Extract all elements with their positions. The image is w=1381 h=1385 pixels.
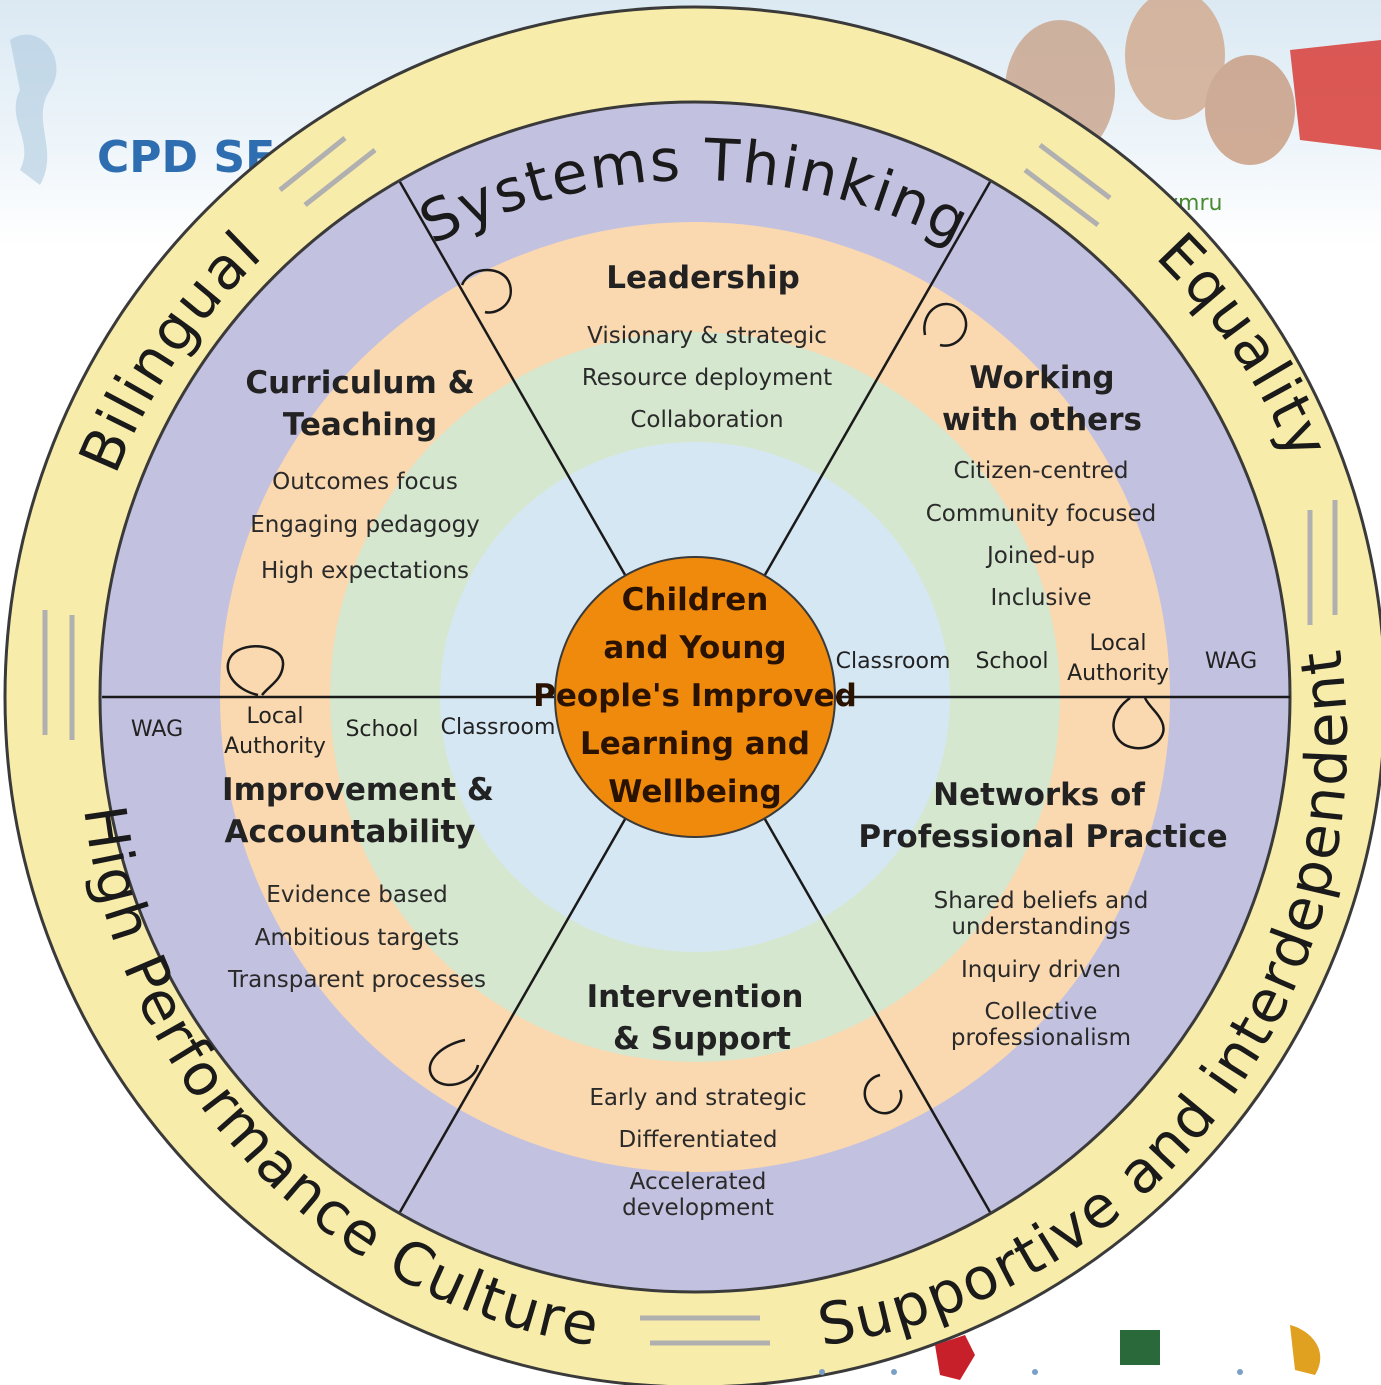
svg-text:Children: Children	[622, 582, 769, 618]
svg-text:Outcomes focus: Outcomes focus	[272, 469, 458, 495]
svg-text:Citizen-centred: Citizen-centred	[953, 458, 1128, 484]
segment-title: Intervention	[587, 979, 804, 1015]
segment-improvement-accountability: Improvement & Accountability Evidence ba…	[222, 772, 494, 993]
newport-logo-icon	[1290, 1325, 1321, 1375]
svg-text:WAG: WAG	[1205, 649, 1257, 674]
svg-text:Transparent processes: Transparent processes	[227, 967, 486, 993]
svg-text:& Support: & Support	[613, 1021, 791, 1057]
segment-working-with-others: Working with others Citizen-centred Comm…	[926, 360, 1157, 611]
svg-text:School: School	[345, 717, 418, 742]
svg-text:WAG: WAG	[131, 717, 183, 742]
segment-networks: Networks of Professional Practice Shared…	[858, 777, 1227, 1051]
svg-text:Learning and: Learning and	[580, 726, 810, 762]
svg-text:Authority: Authority	[1067, 661, 1169, 686]
puzzle-connectors	[226, 268, 1165, 1115]
level-labels-left: WAG Local Authority School Classroom	[131, 704, 556, 759]
monmouthshire-logo-icon	[1120, 1330, 1160, 1365]
segment-title: Leadership	[606, 260, 800, 296]
svg-text:with others: with others	[942, 402, 1142, 438]
svg-text:Teaching: Teaching	[283, 407, 437, 443]
svg-text:Joined-up: Joined-up	[985, 543, 1095, 569]
svg-text:Collaboration: Collaboration	[630, 407, 783, 433]
segment-title: Working	[969, 360, 1114, 396]
segment-title: Curriculum &	[245, 365, 474, 401]
center-text: Children and Young People's Improved Lea…	[533, 582, 857, 810]
svg-text:Resource deployment: Resource deployment	[582, 365, 832, 391]
svg-text:Early and strategic: Early and strategic	[589, 1085, 806, 1111]
svg-text:development: development	[622, 1195, 774, 1221]
svg-text:Professional Practice: Professional Practice	[858, 819, 1227, 855]
svg-text:Engaging pedagogy: Engaging pedagogy	[250, 512, 480, 538]
segment-intervention-support: Intervention & Support Early and strateg…	[587, 979, 807, 1221]
svg-text:School: School	[975, 649, 1048, 674]
svg-text:Evidence based: Evidence based	[266, 882, 447, 908]
svg-text:High expectations: High expectations	[261, 558, 469, 584]
svg-text:Inclusive: Inclusive	[990, 585, 1091, 611]
svg-text:Inquiry driven: Inquiry driven	[961, 957, 1121, 983]
svg-text:People's Improved: People's Improved	[533, 678, 857, 714]
footer-logos	[819, 1325, 1321, 1380]
center-circle	[554, 556, 836, 838]
segment-leadership: Leadership Visionary & strategic Resourc…	[582, 260, 832, 433]
svg-text:Accelerated: Accelerated	[630, 1169, 767, 1195]
svg-text:professionalism: professionalism	[951, 1025, 1131, 1051]
segment-title: Improvement &	[222, 772, 494, 808]
svg-text:Ambitious targets: Ambitious targets	[255, 925, 459, 951]
dragon-logo-icon	[10, 34, 57, 186]
svg-text:Authority: Authority	[224, 734, 326, 759]
svg-text:Shared beliefs and: Shared beliefs and	[934, 888, 1149, 914]
svg-text:Visionary & strategic: Visionary & strategic	[587, 323, 827, 349]
svg-text:Local: Local	[246, 704, 303, 729]
svg-text:Classroom: Classroom	[441, 715, 556, 740]
segment-title: Networks of	[933, 777, 1145, 813]
double-arrows	[42, 136, 1338, 1346]
segment-curriculum-teaching: Curriculum & Teaching Outcomes focus Eng…	[245, 365, 479, 584]
svg-text:Local: Local	[1089, 631, 1146, 656]
svg-text:Differentiated: Differentiated	[618, 1127, 777, 1153]
svg-text:and Young: and Young	[603, 630, 786, 666]
dragon-crest-icon	[935, 1335, 975, 1380]
svg-text:Classroom: Classroom	[836, 649, 951, 674]
svg-text:Collective: Collective	[985, 999, 1098, 1025]
svg-text:understandings: understandings	[951, 914, 1130, 940]
svg-text:Wellbeing: Wellbeing	[608, 774, 781, 810]
level-labels-right: Classroom School Local Authority WAG	[836, 631, 1258, 686]
svg-text:Community focused: Community focused	[926, 501, 1157, 527]
svg-text:Accountability: Accountability	[224, 814, 475, 850]
